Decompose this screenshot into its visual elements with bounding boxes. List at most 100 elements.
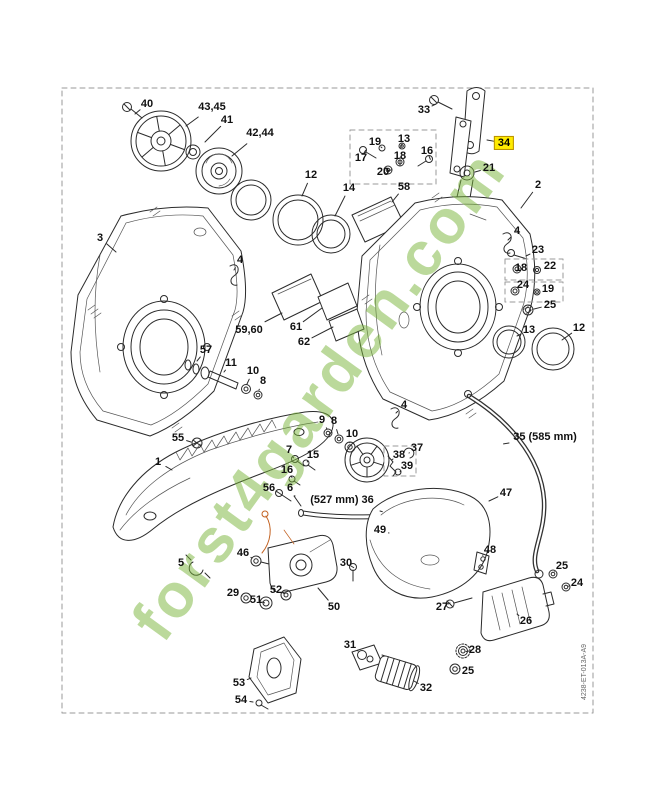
part-label-12[interactable]: 12 xyxy=(304,168,318,181)
part-label-15[interactable]: 15 xyxy=(306,448,320,461)
part-label-13[interactable]: 13 xyxy=(397,132,411,145)
ring-12-right xyxy=(531,327,575,371)
part-label-53[interactable]: 53 xyxy=(232,676,246,689)
part-label-42-44[interactable]: 42,44 xyxy=(246,126,274,139)
part-label-46[interactable]: 46 xyxy=(236,546,250,559)
part-label-24[interactable]: 24 xyxy=(570,576,584,589)
part-label-5[interactable]: 5 xyxy=(177,556,185,569)
part-label-19[interactable]: 19 xyxy=(368,135,382,148)
part-label-20[interactable]: 20 xyxy=(376,165,390,178)
part-label-43-45[interactable]: 43,45 xyxy=(198,100,226,113)
clip-4 xyxy=(390,407,400,429)
fitting-46 xyxy=(250,555,270,567)
washers-9-8-10 xyxy=(323,428,356,453)
part-label-30[interactable]: 30 xyxy=(339,556,353,569)
part-label-8[interactable]: 8 xyxy=(259,374,267,387)
frame-1 xyxy=(112,411,334,541)
part-label-49[interactable]: 49 xyxy=(373,523,387,536)
clip-4 xyxy=(229,264,239,286)
part-label-58[interactable]: 58 xyxy=(397,180,411,193)
block-31 xyxy=(351,644,389,671)
part-label-38[interactable]: 38 xyxy=(392,448,406,461)
part-label-57[interactable]: 57 xyxy=(199,343,213,356)
part-label-31[interactable]: 31 xyxy=(343,638,357,651)
part-label-3[interactable]: 3 xyxy=(96,231,104,244)
leader-lines xyxy=(106,103,573,703)
hardware-box-top xyxy=(349,129,437,185)
ring-13-right xyxy=(492,325,526,359)
shield-47 xyxy=(365,487,491,599)
part-label-10[interactable]: 10 xyxy=(246,364,260,377)
part-label-12[interactable]: 12 xyxy=(572,321,586,334)
pump-assembly-50 xyxy=(261,510,338,594)
part-label-56[interactable]: 56 xyxy=(262,481,276,494)
part-label-4[interactable]: 4 xyxy=(400,398,408,411)
part-label-40[interactable]: 40 xyxy=(140,97,154,110)
part-label-25[interactable]: 25 xyxy=(555,559,569,572)
part-label-27[interactable]: 27 xyxy=(435,600,449,613)
part-label-23[interactable]: 23 xyxy=(531,243,545,256)
part-label-16[interactable]: 16 xyxy=(280,463,294,476)
diagram-code: 4238-ET-013A-A9 xyxy=(581,644,588,700)
plate-61 xyxy=(317,282,358,321)
part-label-25[interactable]: 25 xyxy=(543,298,557,311)
part-label-4[interactable]: 4 xyxy=(513,224,521,237)
part-label-32[interactable]: 32 xyxy=(419,681,433,694)
part-label-50[interactable]: 50 xyxy=(327,600,341,613)
part-label-8[interactable]: 8 xyxy=(330,414,338,427)
part-label-54[interactable]: 54 xyxy=(234,693,248,706)
part-label-6[interactable]: 6 xyxy=(286,481,294,494)
part-label-19[interactable]: 19 xyxy=(541,282,555,295)
rotor-42-44 xyxy=(195,147,243,195)
part-label-26[interactable]: 26 xyxy=(519,614,533,627)
bracket-48 xyxy=(473,551,490,575)
part-label-48[interactable]: 48 xyxy=(483,543,497,556)
part-label-11[interactable]: 11 xyxy=(225,356,237,369)
bracket-53 xyxy=(248,636,302,704)
rings-29-51-52 xyxy=(240,589,292,610)
housing-right-2 xyxy=(356,196,536,421)
part-label--527-mm-36[interactable]: (527 mm) 36 xyxy=(310,493,374,506)
part-label-16[interactable]: 16 xyxy=(420,144,434,157)
washers-25-24-lower xyxy=(548,569,571,592)
part-label-41[interactable]: 41 xyxy=(220,113,234,126)
part-label-59-60[interactable]: 59,60 xyxy=(235,323,263,336)
part-label-10[interactable]: 10 xyxy=(345,427,359,440)
part-label-61[interactable]: 61 xyxy=(289,320,303,333)
part-label-9[interactable]: 9 xyxy=(318,413,326,426)
part-label-52[interactable]: 52 xyxy=(269,583,283,596)
part-label-1[interactable]: 1 xyxy=(154,455,162,468)
part-label-37[interactable]: 37 xyxy=(410,441,424,454)
hardware-box-37-39 xyxy=(383,445,417,477)
part-label-55[interactable]: 55 xyxy=(171,431,185,444)
part-label-51[interactable]: 51 xyxy=(249,593,263,606)
part-label-62[interactable]: 62 xyxy=(297,335,311,348)
part-label-47[interactable]: 47 xyxy=(499,486,513,499)
screw-30 xyxy=(349,563,357,582)
part-label-29[interactable]: 29 xyxy=(226,586,240,599)
part-label-13[interactable]: 13 xyxy=(522,323,536,336)
nut-55 xyxy=(191,437,203,449)
washer-41 xyxy=(185,144,201,160)
part-label-7[interactable]: 7 xyxy=(285,443,293,456)
part-label-33[interactable]: 33 xyxy=(417,103,431,116)
part-label-17[interactable]: 17 xyxy=(354,151,368,164)
part-label-2[interactable]: 2 xyxy=(534,178,542,191)
part-label-22[interactable]: 22 xyxy=(543,259,557,272)
part-label-34[interactable]: 34 xyxy=(493,135,515,151)
part-label-28[interactable]: 28 xyxy=(468,643,482,656)
part-label-21[interactable]: 21 xyxy=(482,161,496,174)
lever-34 xyxy=(449,87,486,178)
part-label-39[interactable]: 39 xyxy=(400,459,414,472)
screw-23 xyxy=(507,249,528,260)
part-label-18[interactable]: 18 xyxy=(514,261,528,274)
part-label-25[interactable]: 25 xyxy=(461,664,475,677)
part-label-18[interactable]: 18 xyxy=(393,149,407,162)
part-label-24[interactable]: 24 xyxy=(516,278,530,291)
part-label-4[interactable]: 4 xyxy=(236,253,244,266)
muffler-26 xyxy=(480,576,555,642)
part-label-35-585-mm-[interactable]: 35 (585 mm) xyxy=(513,430,577,443)
part-label-14[interactable]: 14 xyxy=(342,181,356,194)
